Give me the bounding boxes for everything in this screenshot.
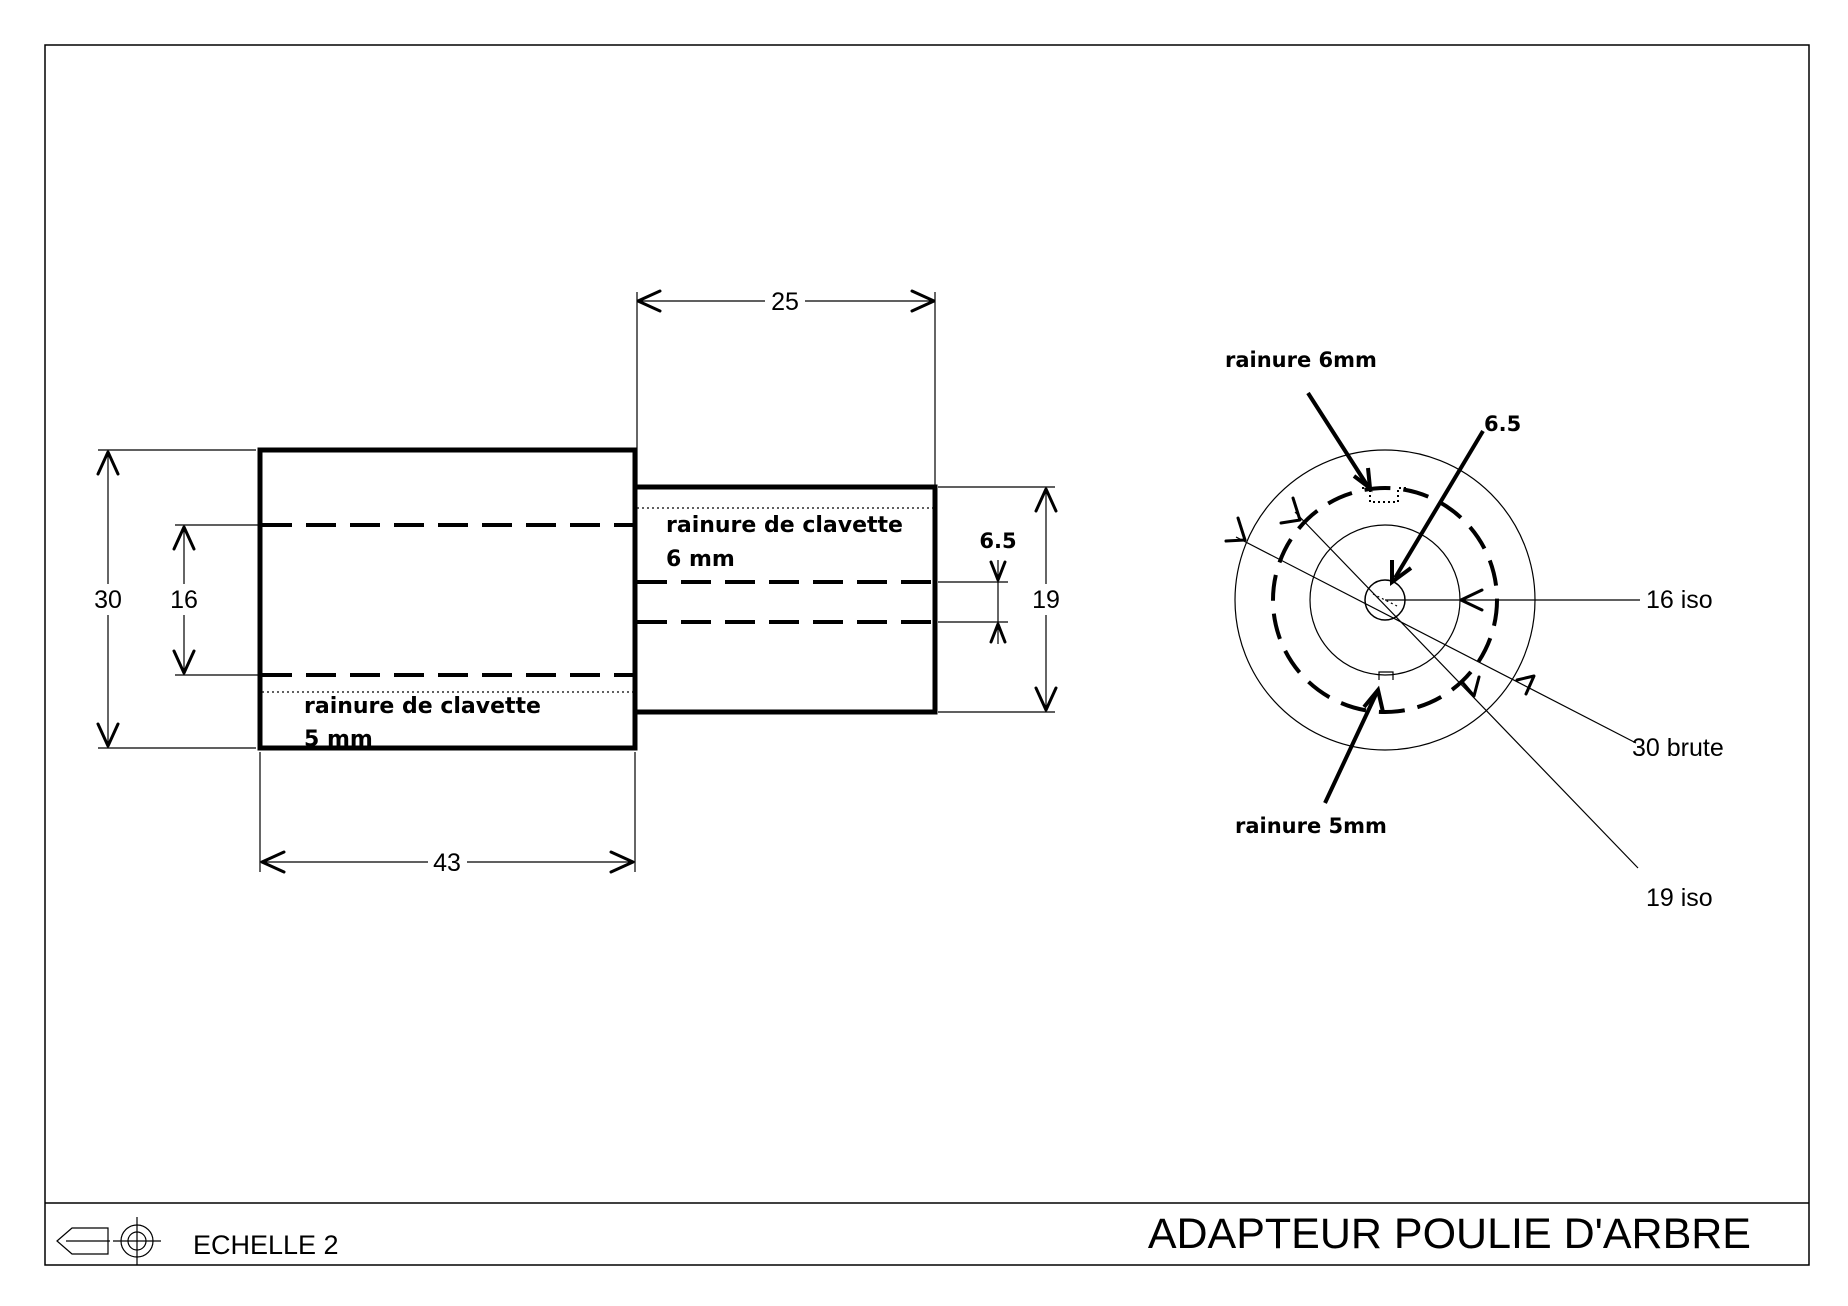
dimension-small-bore: 6.5: [938, 529, 1017, 644]
brute-30-label: 30 brute: [1632, 734, 1724, 762]
dimension-large-length-value: 43: [433, 849, 461, 877]
keyway-6-label-line1: rainure de clavette: [666, 513, 903, 538]
arrowhead-16-iso: [1459, 588, 1484, 612]
small-cylinder-outline: [632, 484, 938, 715]
end-view: rainure 6mm 6.5 rainure 5mm 16 iso 30 br…: [1224, 348, 1724, 912]
dimension-large-diameter-value: 30: [94, 586, 122, 614]
dimension-small-diameter-value: 19: [1032, 586, 1060, 614]
keyway-6mm-label: rainure 6mm: [1225, 348, 1377, 372]
arrowhead-30-right: [1515, 674, 1536, 696]
first-angle-projection-icon: [56, 1217, 161, 1265]
pointer-arrowhead-6-5: [1390, 560, 1413, 586]
bore-6-5-label: 6.5: [1484, 412, 1521, 436]
scale-label: ECHELLE 2: [193, 1230, 339, 1260]
dimension-bore-diameter: 16: [170, 524, 258, 676]
sheet-border: [44, 44, 1810, 1266]
keyway-5-label-line1: rainure de clavette: [304, 694, 541, 719]
keyway-5mm-label: rainure 5mm: [1235, 814, 1387, 838]
arrowhead-19-left: [1279, 496, 1302, 525]
iso-16-label: 16 iso: [1646, 586, 1713, 614]
drawing-title: ADAPTEUR POULIE D'ARBRE: [1148, 1210, 1751, 1258]
dimension-large-diameter: 30: [94, 449, 256, 749]
arrowhead-19-right: [1461, 675, 1481, 698]
pointer-arrow-keyway-6: [1306, 391, 1369, 487]
keyway-6-label-line2: 6 mm: [666, 547, 735, 572]
keyway-5-notch: [1378, 671, 1394, 680]
dimension-small-diameter: 19: [938, 486, 1060, 713]
side-view: rainure de clavette 5 mm rainure de clav…: [94, 288, 1060, 877]
dimension-bore-diameter-value: 16: [170, 586, 198, 614]
pointer-arrowhead-keyway-5: [1362, 685, 1385, 713]
pointer-arrow-6-5: [1393, 429, 1485, 580]
dimension-small-length-value: 25: [771, 288, 799, 316]
iso-19-label: 19 iso: [1646, 884, 1713, 912]
dimension-small-bore-value: 6.5: [979, 529, 1016, 553]
leader-line-19-iso: [1294, 511, 1639, 869]
pointer-arrowhead-keyway-6: [1352, 467, 1373, 493]
dimension-small-length: 25: [636, 288, 936, 485]
dimension-large-length: 43: [259, 752, 636, 877]
leader-line-30-brute: [1235, 536, 1637, 744]
pointer-arrow-keyway-5: [1323, 691, 1379, 804]
keyway-5-label-line2: 5 mm: [304, 727, 373, 752]
arrowhead-30-left: [1224, 516, 1247, 543]
